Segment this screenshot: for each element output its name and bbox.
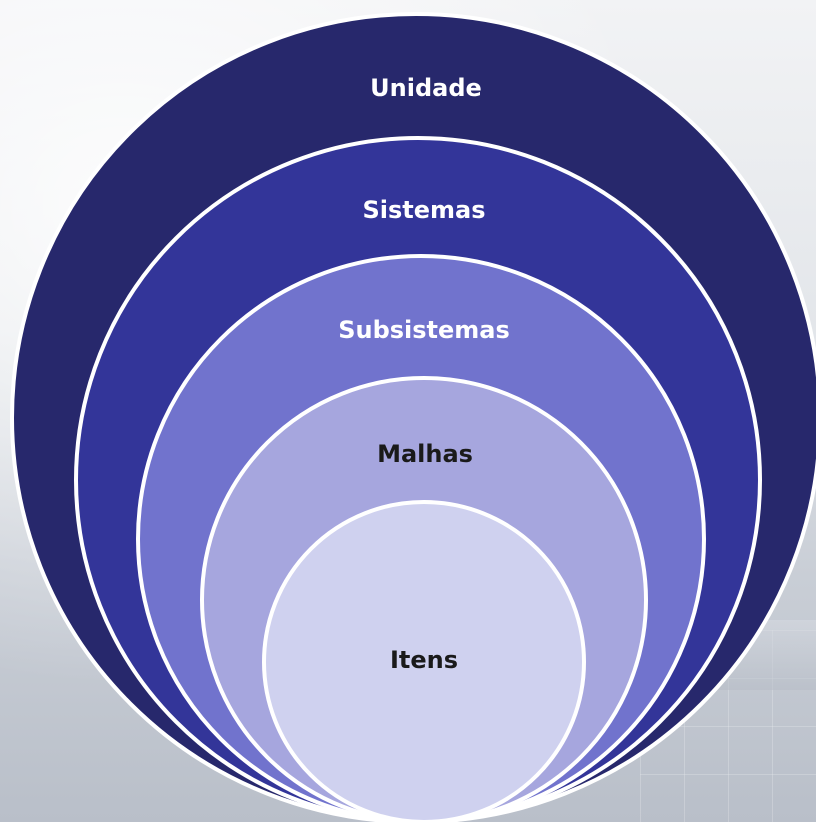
label-sistemas: Sistemas	[362, 196, 485, 224]
level-itens: Itens	[262, 500, 586, 822]
label-itens: Itens	[390, 646, 458, 674]
label-malhas: Malhas	[377, 440, 473, 468]
ring-itens	[262, 500, 586, 822]
label-unidade: Unidade	[370, 74, 482, 102]
label-subsistemas: Subsistemas	[338, 316, 510, 344]
